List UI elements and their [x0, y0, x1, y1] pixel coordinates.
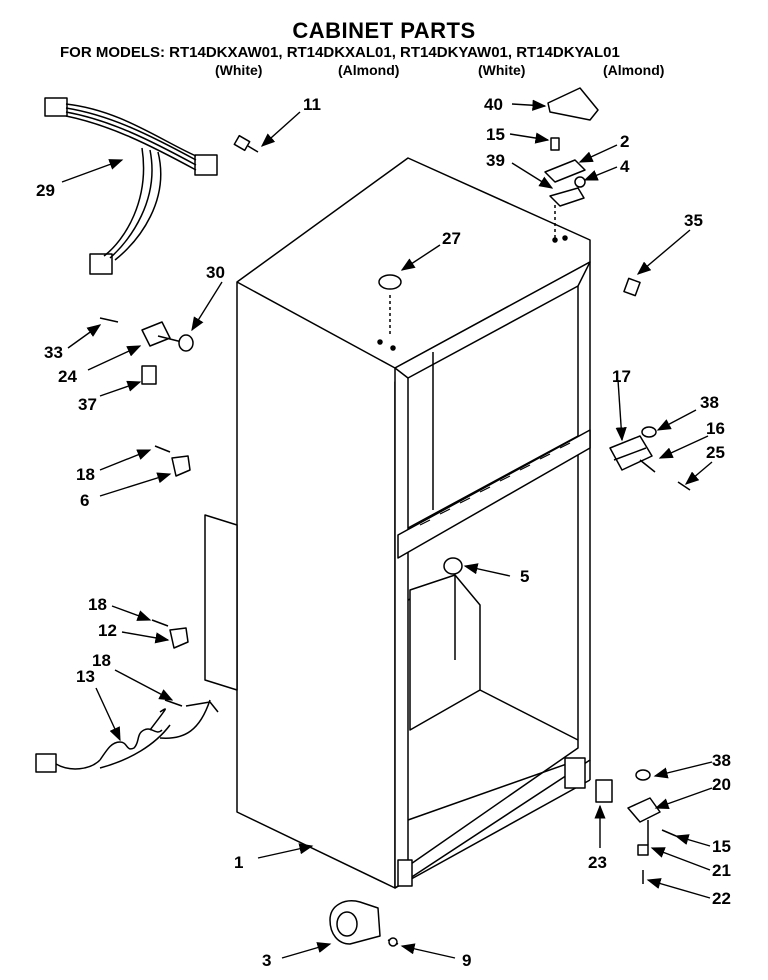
callout-22: 22: [712, 889, 731, 908]
callout-5: 5: [520, 567, 530, 586]
plug-27-part: [378, 274, 402, 290]
callout-18-upper: 18: [76, 465, 95, 484]
hinge-cover-part: [547, 87, 599, 121]
roller-part: [329, 900, 399, 947]
callout-18-lower: 18: [92, 651, 111, 670]
callout-2: 2: [620, 132, 630, 151]
models-line: FOR MODELS: RT14DKXAW01, RT14DKXAL01, RT…: [60, 44, 620, 61]
wire-harness-part: [44, 97, 218, 275]
callout-16: 16: [706, 419, 725, 438]
callout-27: 27: [442, 229, 461, 248]
callout-33: 33: [44, 343, 63, 362]
grommet-5-part: [443, 557, 463, 575]
diagram-title: CABINET PARTS: [292, 18, 476, 43]
bottom-hinge-part: [595, 769, 677, 884]
cabinet-body: [204, 157, 591, 889]
callout-37: 37: [78, 395, 97, 414]
callout-15-bottom: 15: [712, 837, 731, 856]
callout-21: 21: [712, 861, 731, 880]
color-label-4: (Almond): [603, 62, 665, 78]
callout-25: 25: [706, 443, 725, 462]
color-label-2: (Almond): [338, 62, 400, 78]
callout-6: 6: [80, 491, 90, 510]
callout-9: 9: [462, 951, 472, 970]
power-cord-part: [35, 699, 211, 773]
callout-30: 30: [206, 263, 225, 282]
callout-24: 24: [58, 367, 77, 386]
callout-20: 20: [712, 775, 731, 794]
callout-23: 23: [588, 853, 607, 872]
color-label-1: (White): [215, 62, 263, 78]
color-label-3: (White): [478, 62, 526, 78]
wire-clip-part: [151, 445, 219, 713]
callout-12: 12: [98, 621, 117, 640]
drain-assembly-part: [99, 317, 194, 385]
callout-1: 1: [234, 853, 244, 872]
leader-lines: [61, 99, 713, 959]
callout-38-lower: 38: [712, 751, 731, 770]
callout-11: 11: [303, 95, 321, 114]
plug-35-part: [623, 277, 641, 297]
callout-40: 40: [484, 95, 503, 114]
callout-13: 13: [76, 667, 95, 686]
callout-15-top: 15: [486, 125, 505, 144]
callout-17: 17: [612, 367, 631, 386]
callout-4: 4: [620, 157, 630, 176]
top-hinge-part: [544, 137, 586, 207]
screw-11-part: [233, 134, 259, 153]
callout-3: 3: [262, 951, 272, 970]
callout-39: 39: [486, 151, 505, 170]
callout-38-upper: 38: [700, 393, 719, 412]
callout-29: 29: [36, 181, 55, 200]
middle-hinge-part: [609, 426, 691, 491]
callout-18-middle: 18: [88, 595, 107, 614]
callout-35: 35: [684, 211, 703, 230]
